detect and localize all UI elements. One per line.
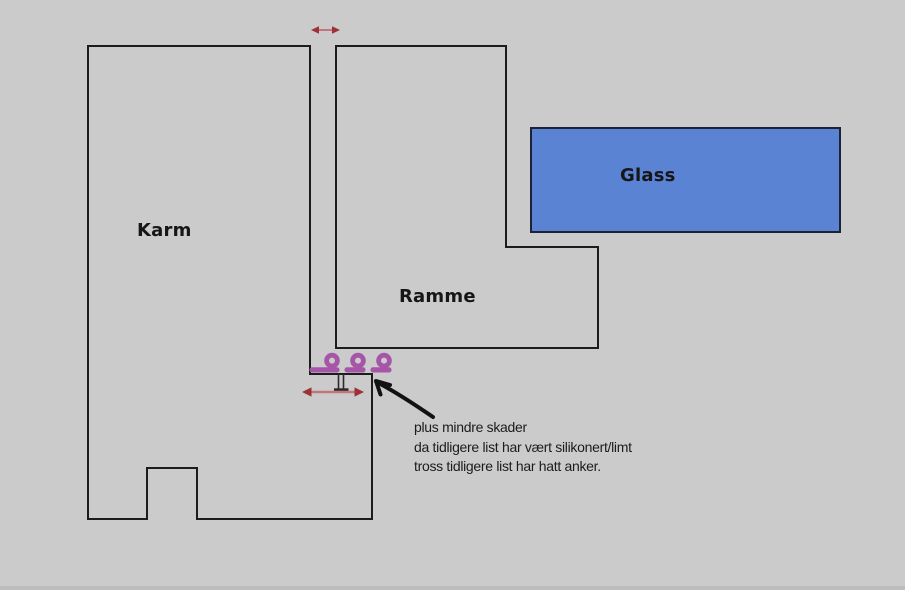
ramme-outline-shape: [335, 45, 599, 349]
seal-loop-icon: [309, 352, 340, 373]
seal-loop-icon: [370, 352, 392, 373]
ramme-label: Ramme: [399, 286, 476, 307]
annotation-line: plus mindre skader: [414, 419, 527, 435]
seal-loop-icon: [344, 352, 366, 373]
annotation-text: plus mindre skader da tidligere list har…: [414, 418, 632, 477]
annotation-line: tross tidligere list har hatt anker.: [414, 458, 601, 474]
karm-outline-shape: [87, 45, 373, 520]
glass-pane: [530, 127, 841, 233]
annotation-arrow-icon: [374, 379, 435, 419]
karm-label: Karm: [137, 220, 192, 241]
gap-double-arrow-top-icon: [311, 26, 340, 34]
glass-label: Glass: [620, 165, 676, 186]
list-anchor-pedestal: [334, 374, 349, 392]
seal-strip: [309, 352, 392, 373]
gap-double-arrow-bottom-icon: [302, 387, 364, 397]
canvas-bottom-edge: [0, 586, 905, 590]
annotation-line: da tidligere list har vært silikonert/li…: [414, 438, 632, 455]
